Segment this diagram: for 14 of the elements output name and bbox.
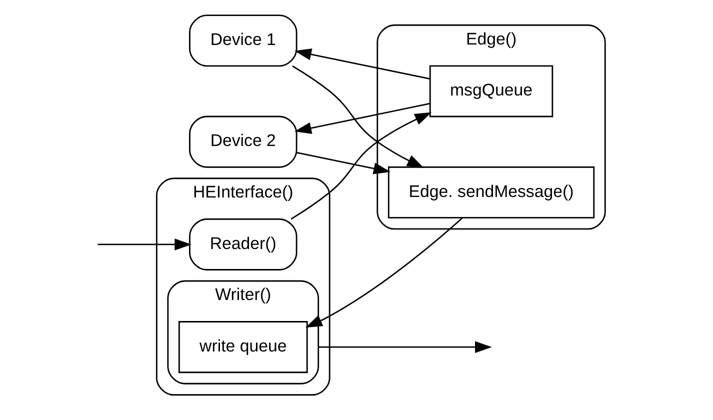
node-box: Device 2	[189, 116, 298, 168]
node-box: Edge. sendMessage()	[388, 166, 595, 218]
arrow	[305, 218, 463, 328]
node-box: msgQueue	[429, 65, 554, 118]
node-box: Device 1	[189, 14, 298, 67]
node-box: Reader()	[189, 218, 298, 270]
arrow	[296, 152, 390, 174]
arrow	[290, 112, 432, 220]
arrow	[98, 238, 192, 250]
arrow	[294, 102, 430, 134]
arrow	[318, 341, 492, 353]
arrow	[292, 65, 424, 168]
arrow	[294, 48, 430, 80]
node-box: write queue	[178, 321, 308, 374]
